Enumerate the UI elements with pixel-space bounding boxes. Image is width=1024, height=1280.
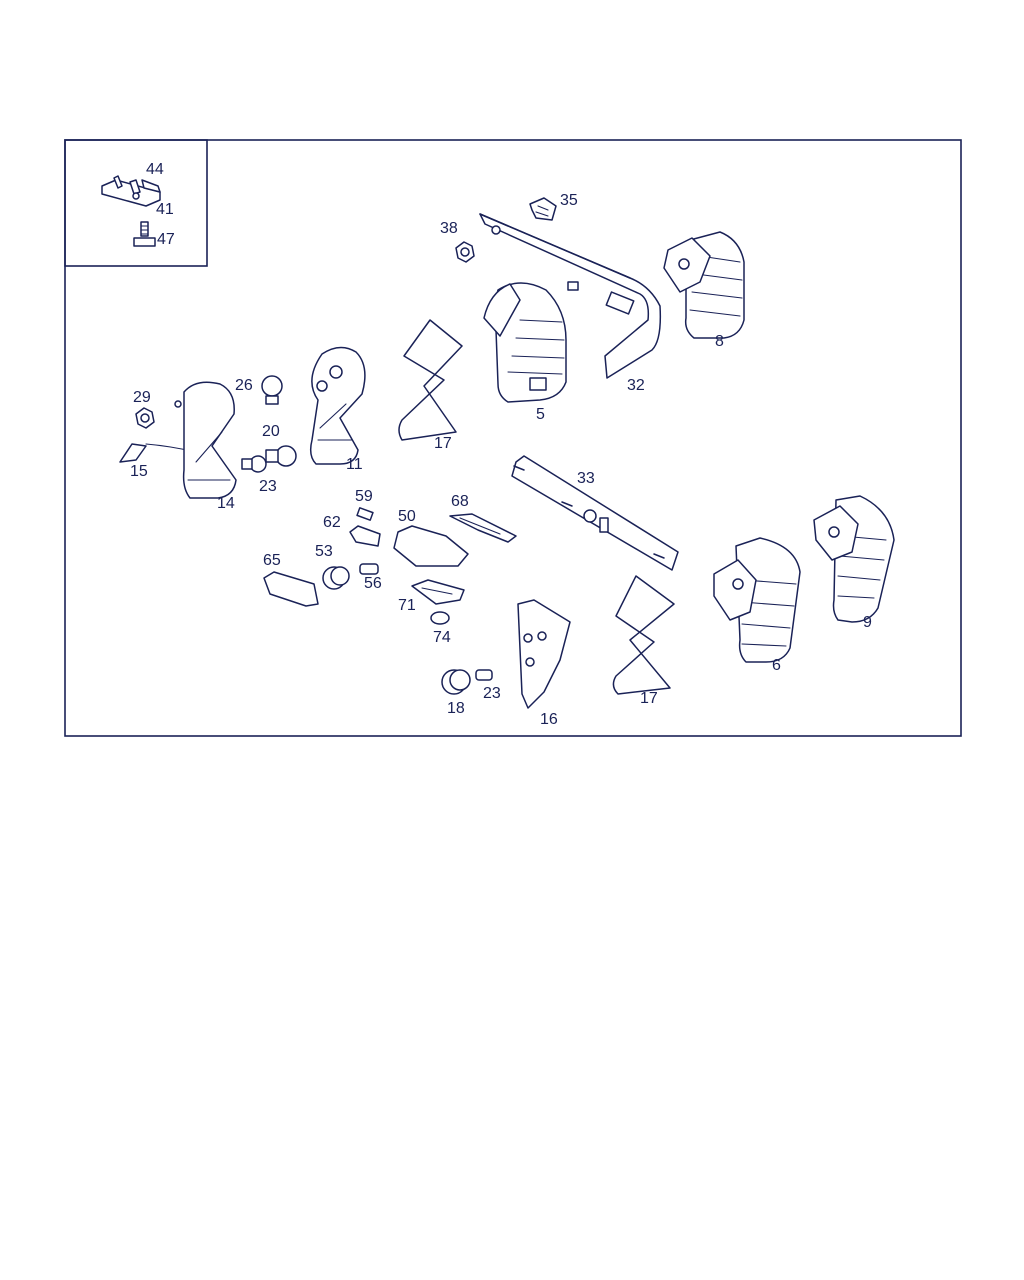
gasket-68-drawing <box>449 513 517 543</box>
label-18: 18 <box>447 700 465 717</box>
label-16: 16 <box>540 711 558 728</box>
label-15: 15 <box>130 463 148 480</box>
socket-62-drawing <box>349 525 381 547</box>
label-23-upper: 23 <box>259 478 277 495</box>
label-14: 14 <box>217 495 235 512</box>
diagram-frame <box>64 139 962 737</box>
label-71: 71 <box>398 597 416 614</box>
socket-53-drawing <box>322 566 350 590</box>
label-11: 11 <box>346 456 363 473</box>
label-32: 32 <box>627 377 645 394</box>
nut-29-drawing <box>135 407 155 429</box>
lamp-housing-11-drawing <box>309 346 366 465</box>
socket-74-drawing <box>430 611 450 625</box>
clip-35-drawing <box>529 197 557 221</box>
label-17-upper: 17 <box>434 435 452 452</box>
label-5: 5 <box>536 406 545 423</box>
inset-frame <box>64 139 208 267</box>
gasket-17-lower-drawing <box>612 575 675 695</box>
label-29: 29 <box>133 389 151 406</box>
label-50: 50 <box>398 508 416 525</box>
label-6: 6 <box>772 657 781 674</box>
gasket-17-upper-drawing <box>398 319 463 441</box>
label-68: 68 <box>451 493 469 510</box>
tail-lamp-8-drawing <box>663 231 745 339</box>
label-47: 47 <box>157 231 175 248</box>
bulb-56-drawing <box>359 563 379 575</box>
label-9: 9 <box>863 614 872 631</box>
bulb-23-lower-drawing <box>475 669 493 681</box>
label-33: 33 <box>577 470 595 487</box>
bulb-23-upper-drawing <box>241 455 267 473</box>
lamp-50-drawing <box>393 525 469 567</box>
trim-strip-32-drawing <box>479 213 662 379</box>
bulb-20-drawing <box>265 445 297 467</box>
bracket-16-drawing <box>517 599 571 709</box>
lamp-housing-14-drawing <box>174 381 237 499</box>
label-20: 20 <box>262 423 280 440</box>
label-53: 53 <box>315 543 333 560</box>
label-41: 41 <box>156 201 174 218</box>
label-23-lower: 23 <box>483 685 501 702</box>
socket-18-drawing <box>441 669 471 695</box>
label-26: 26 <box>235 377 253 394</box>
bulb-59-drawing <box>356 507 374 521</box>
tail-lamp-6-drawing <box>713 537 801 663</box>
label-44: 44 <box>146 161 164 178</box>
label-65: 65 <box>263 552 281 569</box>
trim-strip-33-drawing <box>511 455 679 571</box>
bulb-26-drawing <box>261 375 283 405</box>
label-38: 38 <box>440 220 458 237</box>
label-8: 8 <box>715 333 724 350</box>
label-35: 35 <box>560 192 578 209</box>
license-lamp-inset-drawing <box>101 175 161 207</box>
label-56: 56 <box>364 575 382 592</box>
tail-lamp-5-drawing <box>483 282 567 403</box>
bracket-71-drawing <box>411 579 465 605</box>
label-17-lower: 17 <box>640 690 658 707</box>
bolt-47-drawing <box>133 221 156 247</box>
tail-lamp-9-drawing <box>813 495 895 623</box>
lens-65-drawing <box>263 571 319 607</box>
label-74: 74 <box>433 629 451 646</box>
label-62: 62 <box>323 514 341 531</box>
label-59: 59 <box>355 488 373 505</box>
nut-38-drawing <box>455 241 475 263</box>
